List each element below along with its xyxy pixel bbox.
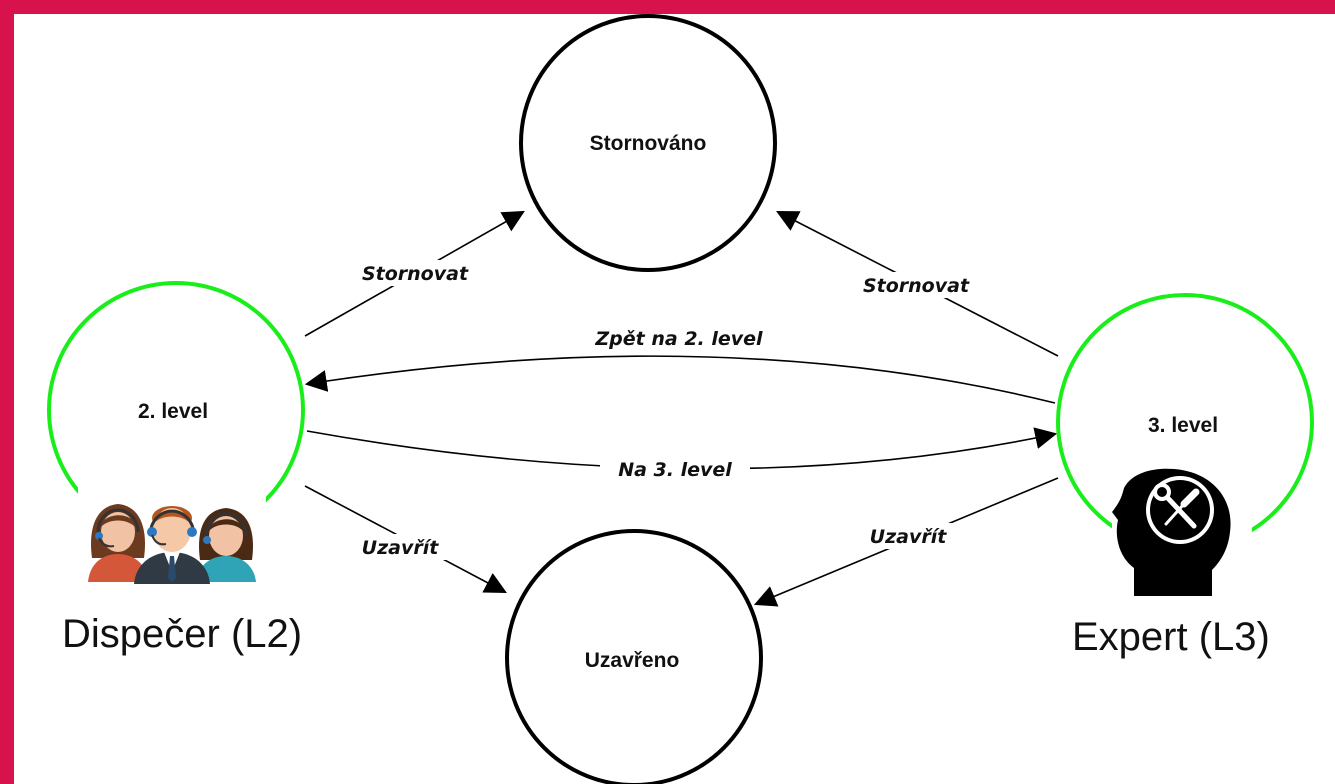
label-l3-stornovat: Stornovat <box>863 275 970 297</box>
frame-top-bar <box>0 0 1335 14</box>
expert-head-tools-icon <box>1112 468 1252 598</box>
edge-l3-to-l2 <box>304 355 1056 404</box>
dispatcher-team-icon <box>78 488 266 584</box>
frame-left-bar <box>0 0 14 784</box>
state-uzavreno: Uzavřeno <box>505 529 763 784</box>
label-l2-uzavrit: Uzavřít <box>362 537 440 559</box>
state-stornovano: Stornováno <box>519 14 777 272</box>
role-label-l2: Dispečer (L2) <box>62 612 302 656</box>
state-label: 3. level <box>1148 414 1218 437</box>
state-circle <box>505 529 763 784</box>
transition-labels: Stornovat Stornovat Zpět na 2. level Na … <box>352 260 979 560</box>
label-l3-to-l2: Zpět na 2. level <box>594 328 763 350</box>
role-label-l3: Expert (L3) <box>1072 615 1270 659</box>
label-l3-uzavrit: Uzavřít <box>870 526 948 548</box>
state-label: 2. level <box>138 400 208 423</box>
state-circle <box>519 14 777 272</box>
label-l2-stornovat: Stornovat <box>362 263 469 285</box>
label-l2-to-l3: Na 3. level <box>618 459 732 481</box>
state-level2: 2. level <box>47 281 305 539</box>
state-label: Uzavřeno <box>585 649 680 672</box>
state-label: Stornováno <box>590 132 707 155</box>
